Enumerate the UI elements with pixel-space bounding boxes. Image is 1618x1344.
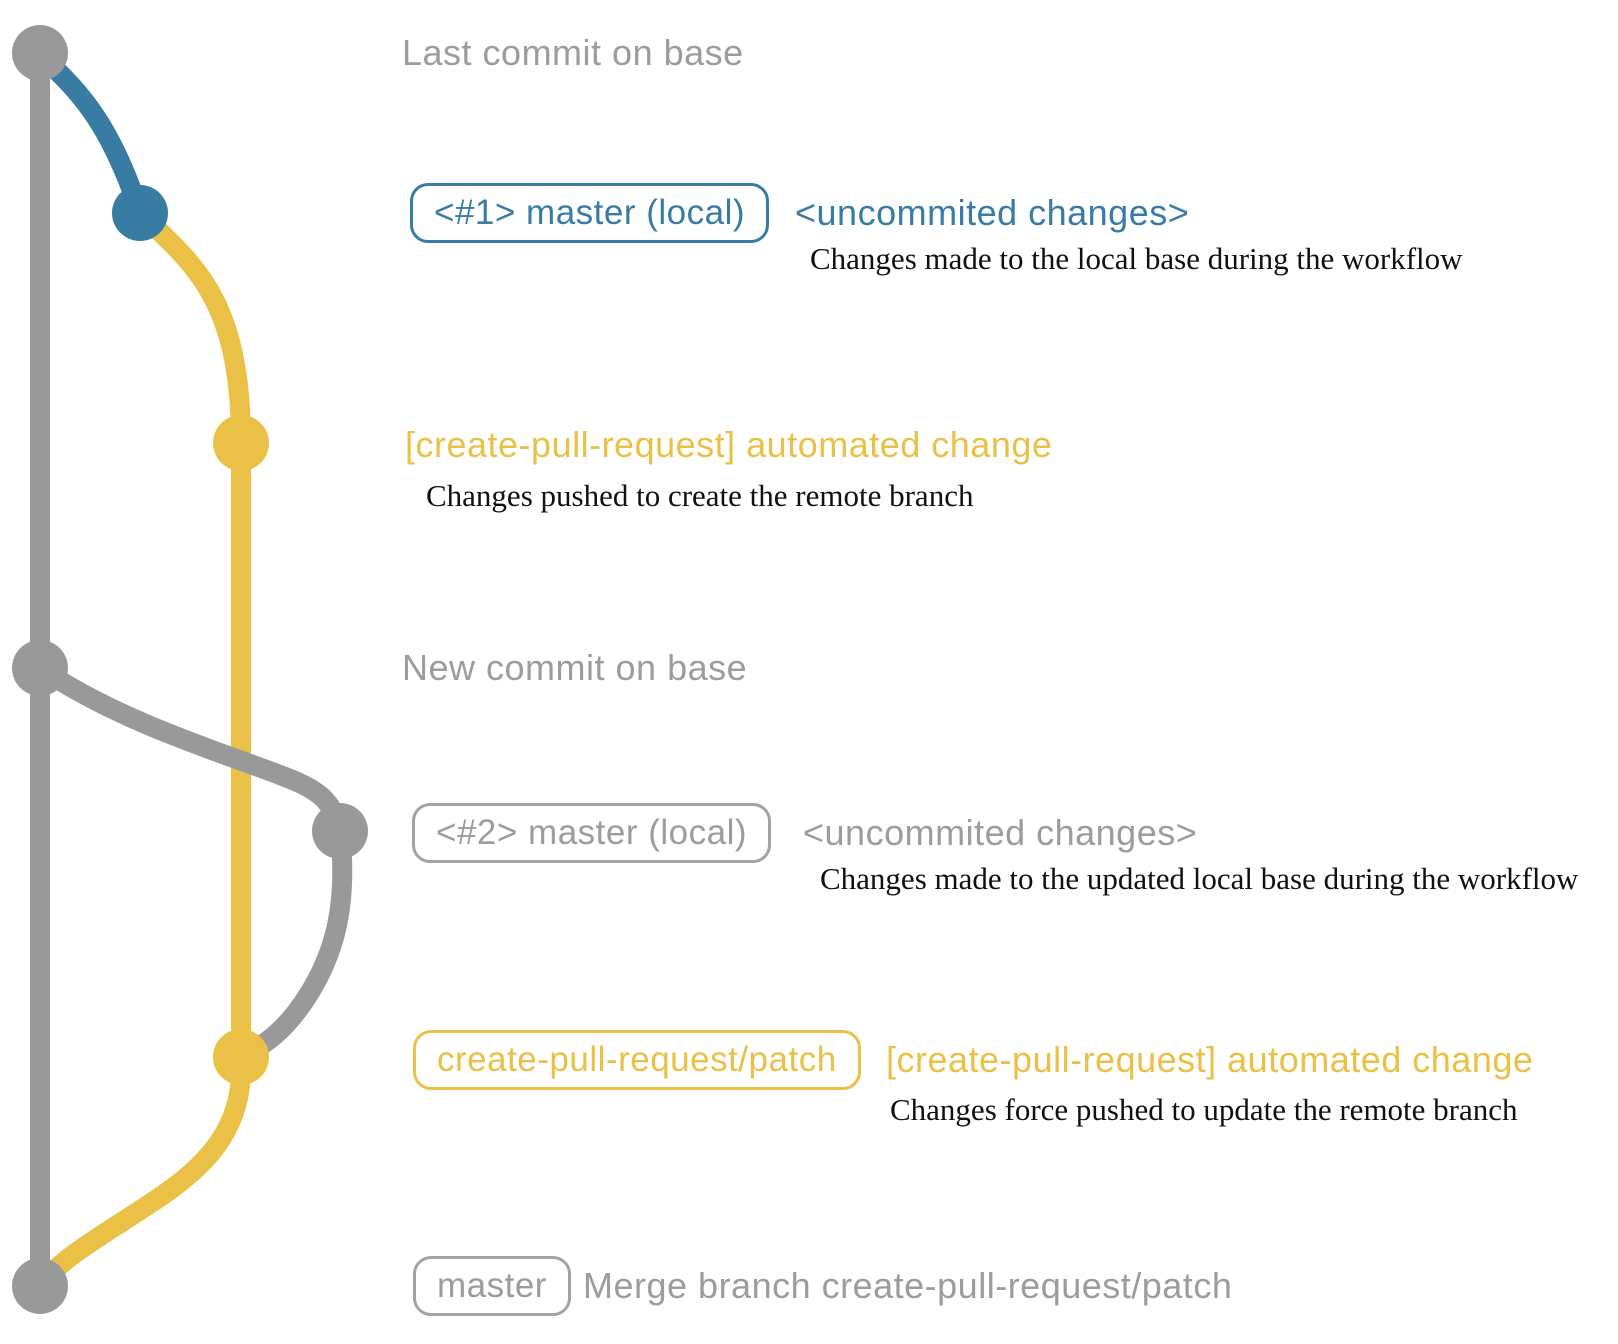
commit-dot-patch-1 (213, 415, 269, 471)
patch-branch-line (130, 203, 251, 1067)
note-force-push-remote-branch: Changes force pushed to update the remot… (890, 1092, 1518, 1127)
message-uncommited-changes-1: <uncommited changes> (795, 192, 1190, 233)
note-local-base-changes-2: Changes made to the updated local base d… (820, 861, 1579, 896)
note-local-base-changes-1: Changes made to the local base during th… (810, 241, 1463, 276)
message-automated-change-2: [create-pull-request] automated change (886, 1039, 1534, 1080)
rebase-into-patch-curve (235, 821, 353, 1065)
badge-master-local-2: <#2> master (local) (412, 803, 772, 863)
local-master-branch-curve (30, 45, 150, 223)
message-automated-change-1: [create-pull-request] automated change (405, 424, 1053, 465)
badge-master-local-1: <#1> master (local) (410, 183, 770, 243)
message-uncommited-changes-2: <uncommited changes> (803, 812, 1198, 853)
badge-master: master (413, 1256, 571, 1316)
commit-dot-last-base (12, 25, 68, 81)
commit-dot-merge (12, 1258, 68, 1314)
base-update-branch-curve (30, 658, 350, 841)
commit-dot-local-2 (312, 803, 368, 859)
commit-dot-local-1 (112, 185, 168, 241)
commit-dot-patch-2 (213, 1029, 269, 1085)
badge-create-pull-request-patch: create-pull-request/patch (413, 1030, 861, 1090)
commit-dot-new-base (12, 640, 68, 696)
label-last-commit-on-base: Last commit on base (402, 32, 744, 73)
patch-merge-curve (33, 1047, 252, 1293)
note-push-remote-branch: Changes pushed to create the remote bran… (426, 478, 974, 513)
message-merge-branch: Merge branch create-pull-request/patch (583, 1265, 1233, 1306)
label-new-commit-on-base: New commit on base (402, 647, 748, 688)
